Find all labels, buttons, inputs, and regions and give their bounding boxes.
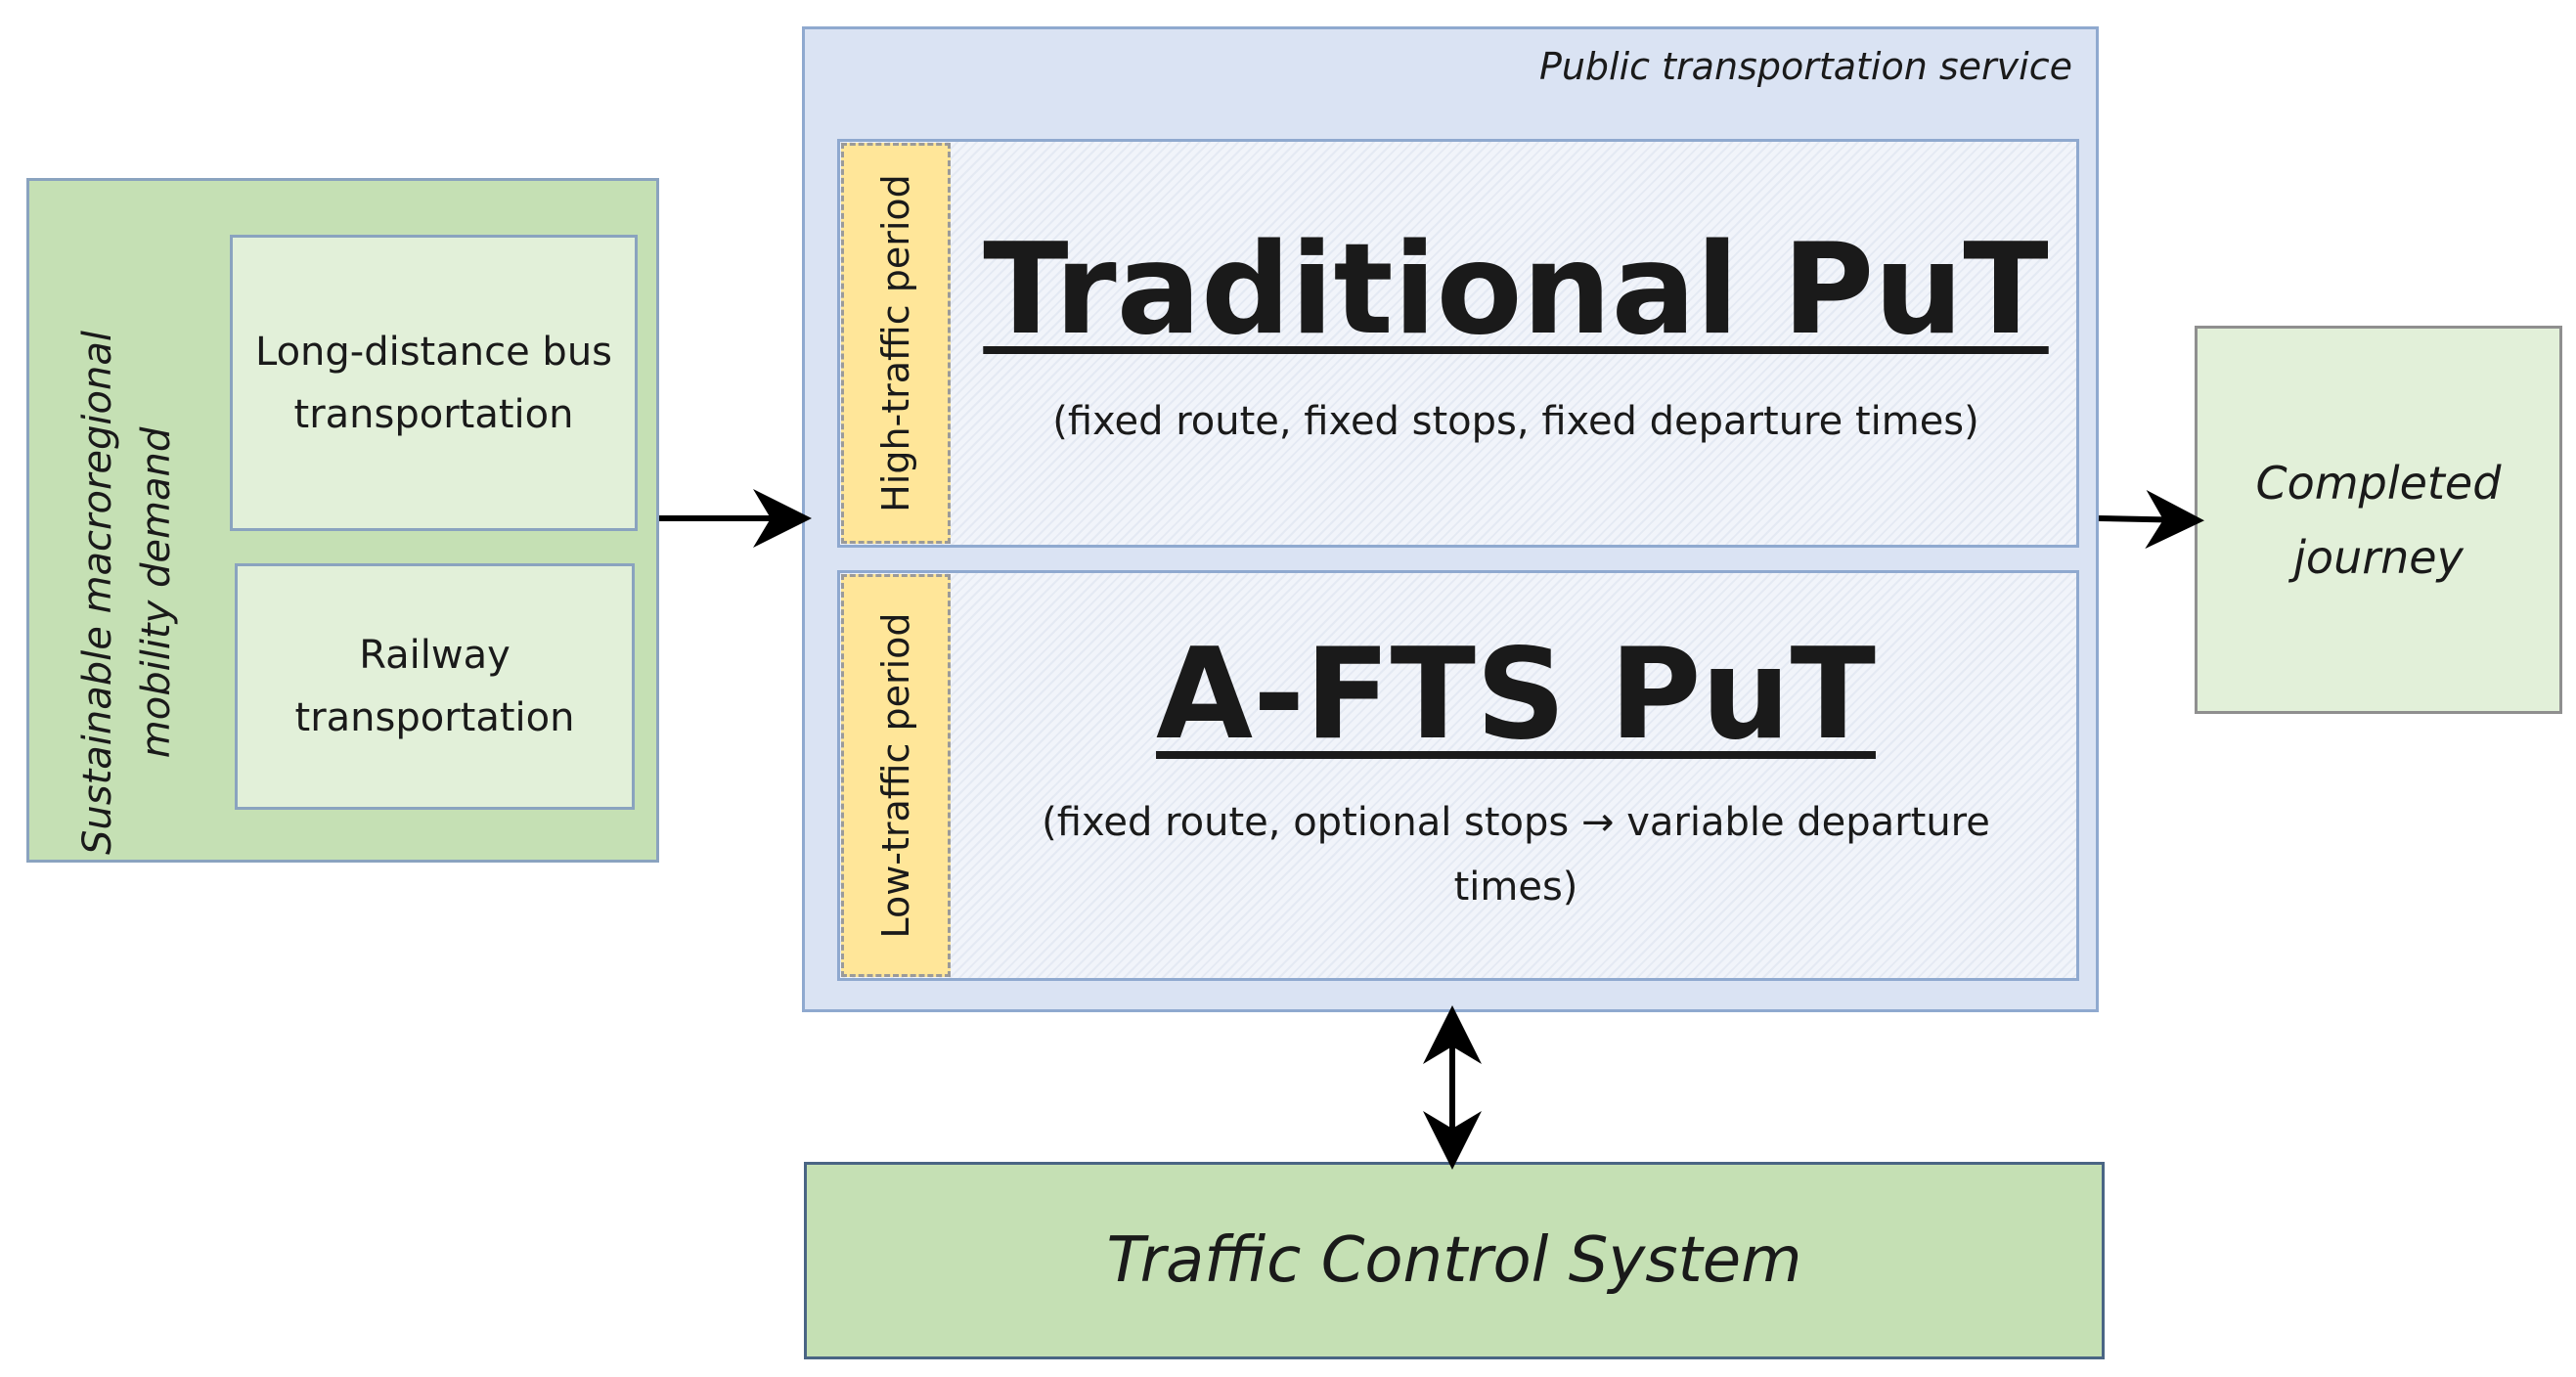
- afts-put-box: [837, 570, 2079, 981]
- high-traffic-strip: [841, 143, 951, 544]
- bus-transport-label: Long-distance bus transportation: [254, 329, 613, 437]
- rail-transport-box: Railway transportation: [235, 563, 635, 810]
- public-transport-service-label: Public transportation service: [1538, 45, 2072, 88]
- completed-journey-box: Completed journey: [2195, 326, 2562, 714]
- traditional-put-title: Traditional PuT: [983, 217, 2049, 363]
- low-traffic-label: Low-traffic period: [874, 612, 917, 939]
- demand-label: Sustainable macroregional mobility deman…: [75, 331, 179, 855]
- completed-journey-label: Completed journey: [2255, 456, 2502, 584]
- traffic-control-system-label: Traffic Control System: [1106, 1224, 1802, 1297]
- rail-transport-label: Railway transportation: [294, 633, 575, 740]
- afts-put-title: A-FTS PuT: [1156, 622, 1876, 768]
- traditional-put-box: [837, 139, 2079, 548]
- low-traffic-strip: [841, 574, 951, 977]
- traffic-control-system-box: Traffic Control System: [804, 1162, 2105, 1359]
- traditional-put-subtitle: (fixed route, fixed stops, fixed departu…: [1052, 399, 1979, 444]
- high-traffic-label: High-traffic period: [874, 174, 917, 512]
- afts-put-subtitle: (fixed route, optional stops → variable …: [1042, 800, 1990, 910]
- service-to-journey-arrow: [2098, 490, 2204, 549]
- bus-transport-box: Long-distance bus transportation: [230, 235, 638, 531]
